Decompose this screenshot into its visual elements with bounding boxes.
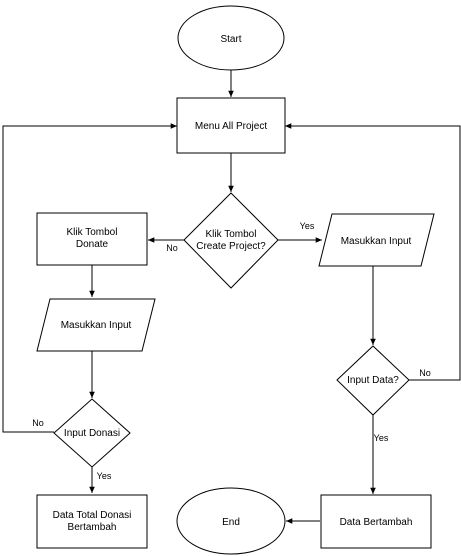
node-data-total-line1: Data Total Donasi	[53, 510, 132, 521]
edge-donasi-no-loop	[2, 123, 177, 433]
edge-label-donasi-no: No	[32, 418, 44, 428]
edge-labels: No Yes No Yes No Yes	[32, 221, 431, 481]
node-decision-create: Klik Tombol Create Project?	[183, 192, 279, 289]
node-decision-data: Input Data?	[336, 345, 410, 416]
node-decision-donasi-label: Input Donasi	[64, 428, 120, 439]
node-data-bertambah: Data Bertambah	[320, 494, 432, 549]
node-input-right-label: Masukkan Input	[341, 236, 412, 247]
node-menu-label: Menu All Project	[195, 121, 267, 132]
edge-label-data-no: No	[419, 368, 431, 378]
node-data-total-line2: Bertambah	[68, 522, 117, 533]
node-data-total: Data Total Donasi Bertambah	[36, 494, 148, 549]
edges	[2, 70, 461, 524]
node-data-bertambah-label: Data Bertambah	[340, 517, 413, 528]
node-start: Start	[177, 5, 285, 71]
edge-label-data-yes: Yes	[374, 433, 389, 443]
node-decision-create-line2: Create Project?	[196, 241, 266, 252]
node-end: End	[176, 487, 286, 555]
edge-label-create-yes: Yes	[300, 221, 315, 231]
node-decision-donasi: Input Donasi	[53, 398, 131, 468]
node-klik-donate: Klik Tombol Donate	[36, 212, 148, 266]
node-start-label: Start	[220, 34, 241, 45]
edge-data-no-loop	[285, 123, 461, 381]
node-end-label: End	[222, 517, 240, 528]
node-klik-donate-line1: Klik Tombol	[67, 227, 118, 238]
edge-label-create-no: No	[166, 243, 178, 253]
node-decision-data-label: Input Data?	[347, 375, 399, 386]
node-input-right: Masukkan Input	[318, 213, 435, 267]
node-menu: Menu All Project	[176, 97, 286, 154]
node-decision-create-line1: Klik Tombol	[206, 229, 257, 240]
node-input-left: Masukkan Input	[36, 298, 156, 352]
node-input-left-label: Masukkan Input	[61, 320, 132, 331]
node-klik-donate-line2: Donate	[76, 239, 109, 250]
edge-label-donasi-yes: Yes	[97, 471, 112, 481]
